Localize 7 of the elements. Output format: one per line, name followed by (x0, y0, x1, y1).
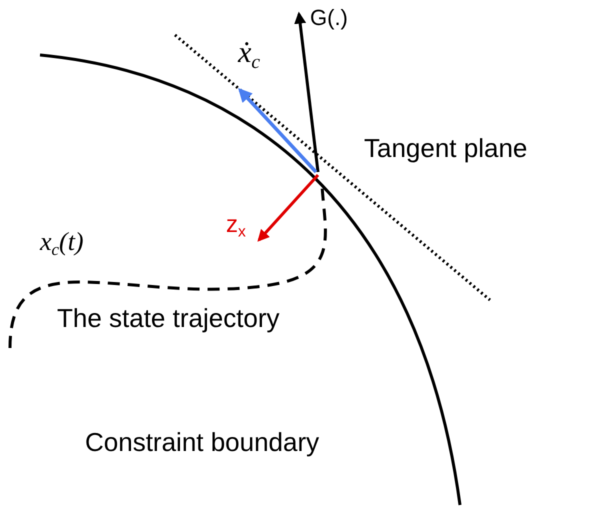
vector-label: z$_{x}$ (226, 212, 246, 241)
curve-label: x$_{c}$(t) (40, 228, 84, 260)
curve-label: The state trajectory (57, 304, 280, 333)
plane-label: Tangent plane (364, 134, 528, 163)
vector-label: G(.) (310, 6, 348, 30)
vector-label: ẋ$_{c}$ (238, 36, 260, 74)
curve-label: Constraint boundary (85, 428, 320, 457)
